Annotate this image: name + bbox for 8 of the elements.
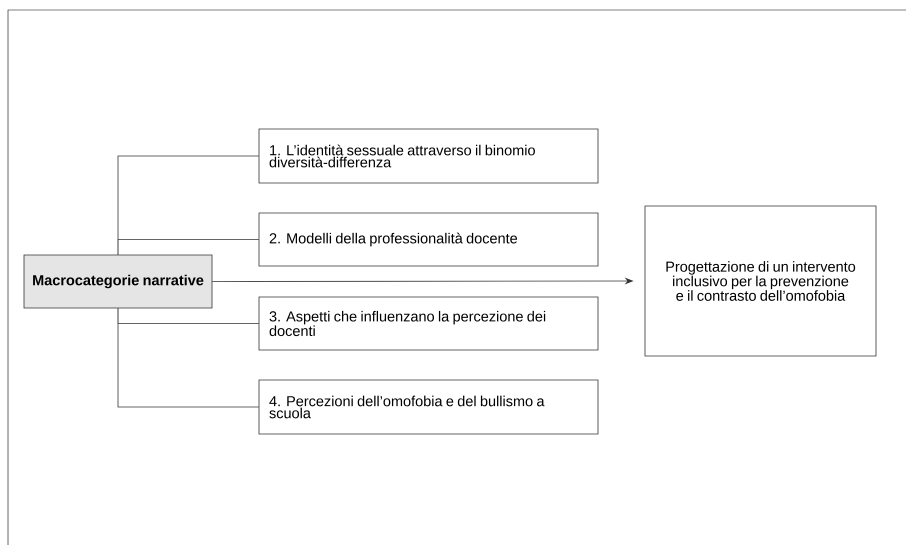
category-box: Macrocategorie narrative [24,254,212,308]
connector-line [118,308,259,408]
item-box: 2. Modelli della professionalità docente [258,212,598,266]
result-box: Progettazione di un intervento inclusivo per la prevenzione e il contrasto dell’omofobia [644,206,876,356]
connector-line [118,239,259,255]
item-box: 1. L’identità sessuale attraverso il binomio diversità-differenza [258,128,598,184]
item-box: 3. Aspetti che influenzano la percezione dei docenti [258,296,598,350]
item-box: 4. Percezioni dell’omofobia e del bullismo a scuola [258,380,598,434]
